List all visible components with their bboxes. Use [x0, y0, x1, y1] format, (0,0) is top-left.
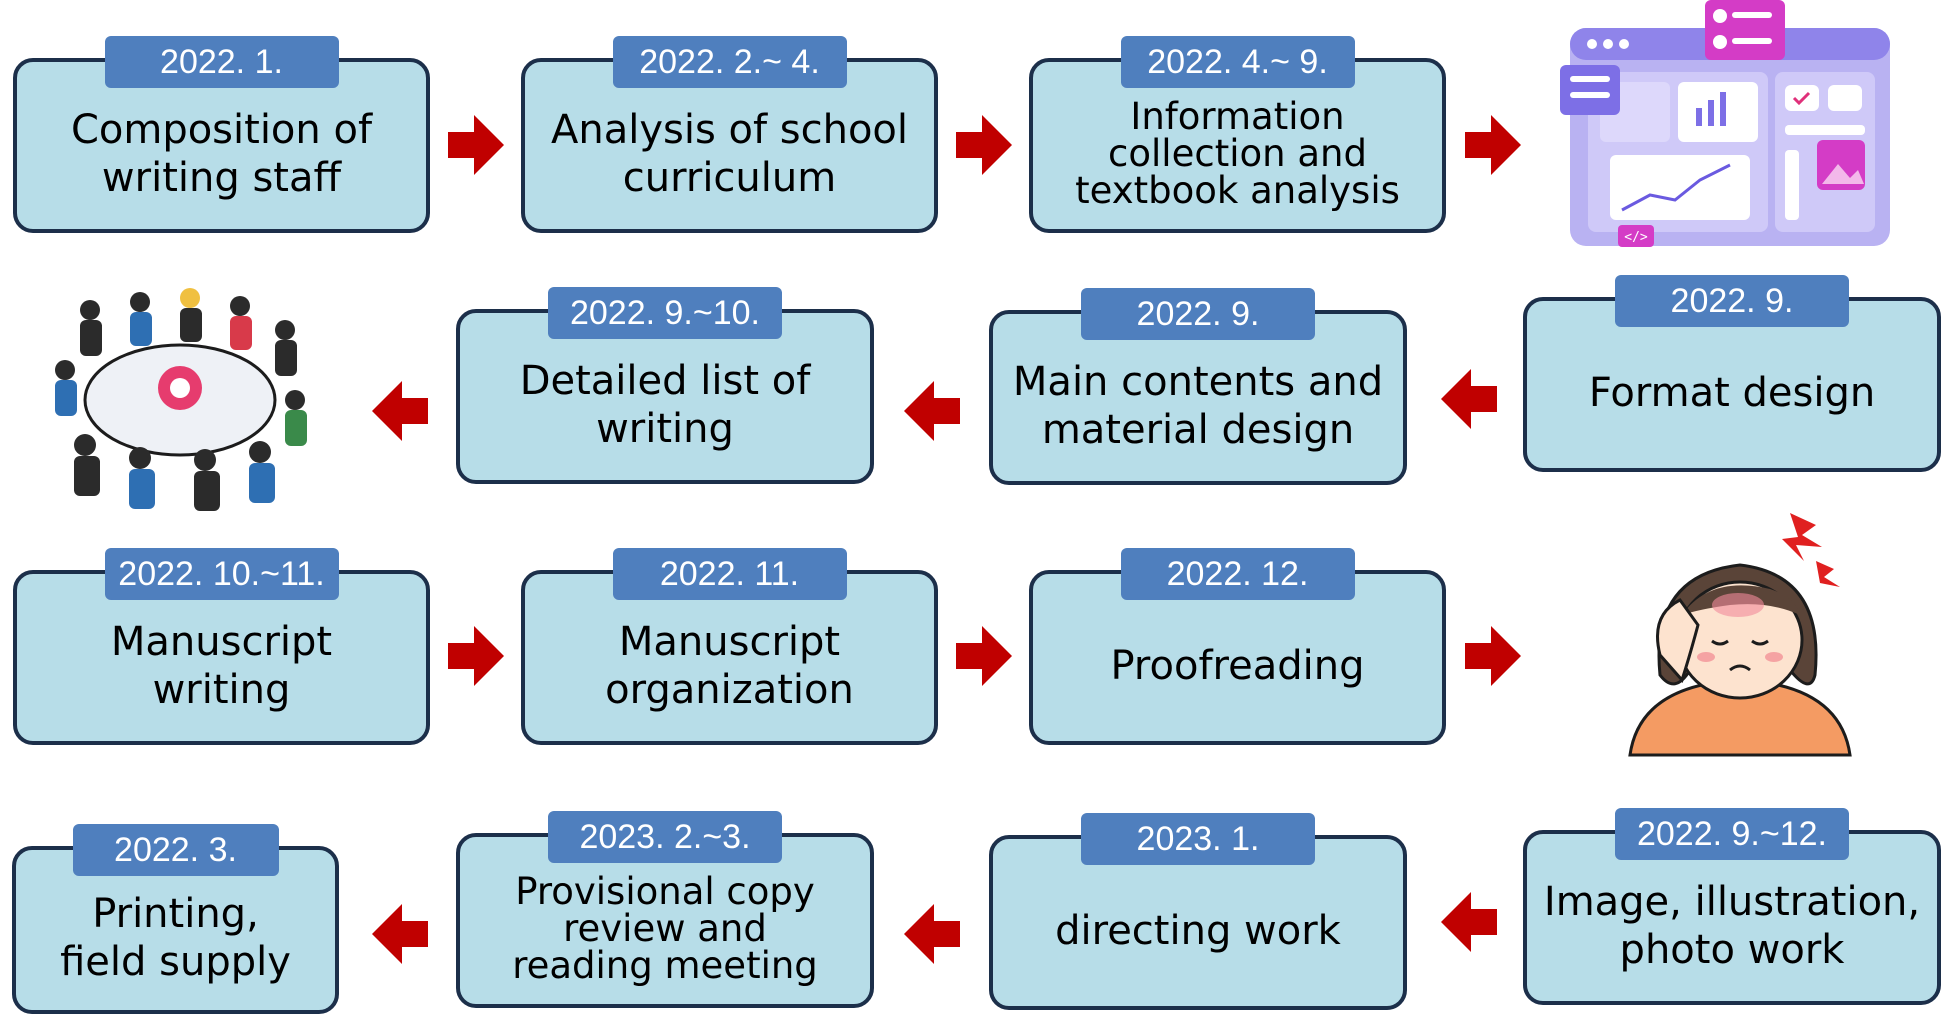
step-8-box: 2022. 11. Manuscript organization [521, 548, 938, 745]
step-date: 2022. 12. [1120, 548, 1355, 600]
step-label: Analysis of school curriculum [550, 106, 909, 201]
step-label: Manuscript writing [110, 618, 333, 713]
step-date: 2022. 9. [1081, 288, 1315, 340]
arrow-right-icon [1465, 115, 1521, 175]
step-label: directing work [1055, 907, 1341, 954]
step-12-box: 2023. 2.~3. Provisional copy review and … [456, 811, 874, 1008]
step-date: 2022. 1. [104, 36, 339, 88]
svg-text:</>: </> [1624, 230, 1648, 245]
step-label: Information collection and textbook anal… [1075, 95, 1400, 212]
step-1-box: 2022. 1. Composition of writing staff [13, 36, 430, 233]
step-date: 2022. 9.~12. [1615, 808, 1849, 860]
step-13-box: 2022. 3. Printing, field supply [12, 824, 339, 1014]
step-6-box: 2022. 9.~10. Detailed list of writing [456, 287, 874, 484]
step-date: 2022. 11. [612, 548, 847, 600]
step-label: Provisional copy review and reading meet… [512, 870, 818, 987]
step-date: 2022. 3. [72, 824, 279, 876]
arrow-left-icon [904, 904, 960, 964]
web-design-dashboard-icon: </> [1560, 0, 1890, 247]
step-3-box: 2022. 4.~ 9. Information collection and … [1029, 36, 1446, 233]
step-label: Format design [1588, 369, 1876, 416]
arrow-right-icon [1465, 626, 1521, 686]
arrow-right-icon [956, 115, 1012, 175]
stressed-person-icon [1628, 513, 1852, 757]
step-11-box: 2023. 1. directing work [989, 813, 1407, 1010]
step-date: 2022. 2.~ 4. [612, 36, 847, 88]
step-5-box: 2022. 9. Main contents and material desi… [989, 288, 1407, 485]
arrow-left-icon [1441, 369, 1497, 429]
step-label: Image, illustration, photo work [1543, 878, 1921, 973]
step-2-box: 2022. 2.~ 4. Analysis of school curricul… [521, 36, 938, 233]
arrow-left-icon [904, 381, 960, 441]
step-label: Main contents and material design [1012, 358, 1384, 453]
step-date: 2023. 1. [1081, 813, 1315, 865]
arrow-right-icon [448, 626, 504, 686]
step-date: 2023. 2.~3. [548, 811, 782, 863]
step-label: Printing, field supply [60, 891, 291, 985]
step-label: Detailed list of writing [519, 357, 811, 452]
arrow-left-icon [372, 904, 428, 964]
step-date: 2022. 4.~ 9. [1120, 36, 1355, 88]
team-meeting-icon [55, 288, 307, 511]
step-date: 2022. 9.~10. [548, 287, 782, 339]
arrow-right-icon [448, 115, 504, 175]
arrow-right-icon [956, 626, 1012, 686]
step-7-box: 2022. 10.~11. Manuscript writing [13, 548, 430, 745]
arrow-left-icon [1441, 892, 1497, 952]
step-9-box: 2022. 12. Proofreading [1029, 548, 1446, 745]
step-label: Proofreading [1110, 642, 1365, 689]
step-date: 2022. 9. [1615, 275, 1849, 327]
step-label: Manuscript organization [605, 618, 854, 713]
step-date: 2022. 10.~11. [104, 548, 339, 600]
step-4-box: 2022. 9. Format design [1523, 275, 1941, 472]
step-10-box: 2022. 9.~12. Image, illustration, photo … [1523, 808, 1941, 1005]
step-label: Composition of writing staff [70, 106, 373, 201]
arrow-left-icon [372, 381, 428, 441]
